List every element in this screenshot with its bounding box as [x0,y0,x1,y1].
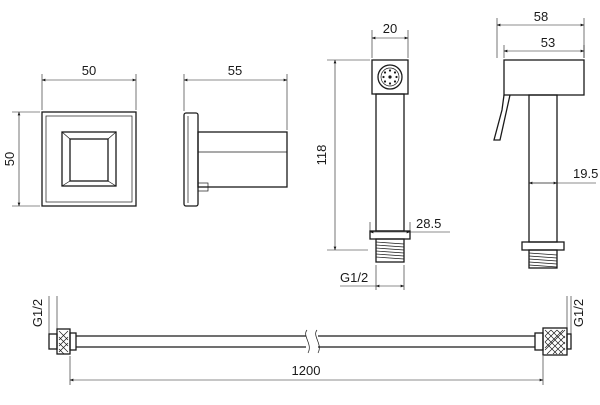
holder-side-view [183,112,288,207]
sprayer-side-trigger [493,94,511,141]
dim-label-hose-thread-left: G1/2 [30,299,45,327]
dim-label-sprayer-head-width: 20 [383,21,397,36]
dim-label-holder-height: 50 [2,152,17,166]
holder-cup-edge [61,131,71,140]
sprayer-nozzle-ring [377,64,403,90]
dim-label-side-total-depth: 58 [534,9,548,24]
sprayer-side-flange [521,241,565,251]
hose [48,327,572,356]
hose-right-nut [534,327,572,356]
dim-hose-length: 1200 [69,356,544,385]
dim-side-body-depth: 53 [503,35,585,58]
holder-plate-inner [45,115,133,203]
holder-side-notch [197,182,209,192]
dim-holder-height: 50 [2,111,40,207]
dim-sprayer-head-width: 20 [371,21,409,58]
dim-label-hose-length: 1200 [292,363,321,378]
holder-plate-outer [41,111,137,207]
hose-left-thread-stub [48,333,58,350]
dim-side-handle-width: 19.5 [528,166,598,185]
holder-cup-outer [61,131,117,187]
dim-label-side-handle-width: 19.5 [573,166,598,181]
dim-hose-thread-right: G1/2 [566,296,586,334]
holder-cup-edge [107,180,117,187]
hose-break-mark [305,329,310,354]
dim-label-holder-width: 50 [82,63,96,78]
dim-label-sprayer-thread-width: 28.5 [416,216,441,231]
holder-side-plate [183,112,199,207]
sprayer-side-handle [528,94,558,243]
dim-sprayer-length: 118 [314,59,370,251]
dim-label-holder-depth: 55 [228,63,242,78]
sprayer-side-thread [528,249,558,269]
dim-label-side-body-depth: 53 [541,35,555,50]
dim-holder-depth: 55 [183,63,288,130]
dim-label-sprayer-thread: G1/2 [340,270,368,285]
hose-break-mark [315,329,320,354]
sprayer-front-view [369,59,411,263]
hose-left-nut [56,328,77,355]
dim-side-total-depth: 58 [496,9,585,58]
sprayer-thread [375,238,405,263]
sprayer-nozzle-holes [382,69,398,85]
dim-hose-thread-left: G1/2 [30,296,58,334]
dim-sprayer-thread-width: 28.5 [369,216,450,234]
holder-front-view [41,111,137,207]
hose-tube [76,329,535,354]
holder-cup-edge [107,131,117,140]
holder-cup-edge [61,180,71,187]
sprayer-handle [375,93,405,232]
sprayer-side-head [503,59,585,96]
sprayer-side-view [493,59,585,269]
dim-holder-width: 50 [41,63,137,110]
dim-label-hose-thread-right: G1/2 [571,299,586,327]
holder-side-body [197,131,288,188]
holder-cup-inner [69,138,109,182]
dim-sprayer-thread: G1/2 [340,265,405,290]
dim-label-sprayer-length: 118 [314,145,329,166]
